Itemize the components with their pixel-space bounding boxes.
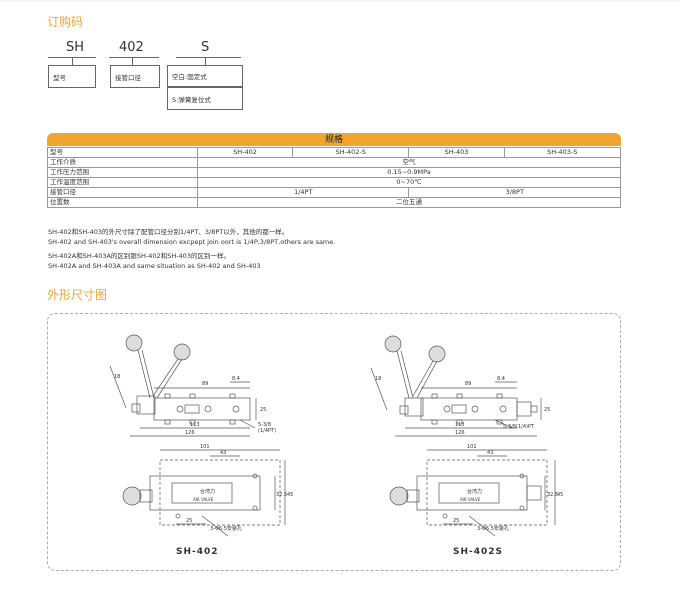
cell: 0~70℃ [197, 177, 621, 188]
brand-label: 台湾力 [467, 488, 482, 495]
dim-101: 101 [467, 444, 477, 450]
dim-18: 18 [375, 376, 381, 382]
top-divider [0, 0, 680, 2]
cell: 空气 [197, 157, 621, 168]
row-label: 接管口径 [47, 187, 198, 198]
spec-title: 规格 [47, 133, 621, 146]
cell: SH-402 [196, 147, 294, 158]
drawing-sh402: 89 8.4 25 113 126 18 5-3/8 (1/4PT) 101 4… [109, 334, 293, 537]
code-underline [176, 57, 241, 58]
cell: SH-403-S [503, 147, 622, 158]
cell: SH-402-S [292, 147, 410, 158]
dim-25: 25 [260, 407, 266, 413]
connector [205, 57, 206, 65]
table-row: 工作温度范围 0~70℃ [47, 177, 621, 188]
dim-8-4: 8.4 [497, 376, 505, 382]
note-line: SH-402A和SH-403A的区别跟SH-402和SH-403的区别一样。 [48, 252, 230, 260]
valve-label: AIR VALVE [460, 497, 481, 502]
box-spring: S:弹簧复位式 [167, 87, 243, 110]
dim-126: 126 [185, 430, 195, 436]
box-model: 型号 [48, 65, 96, 88]
code-underline [109, 57, 159, 58]
dim-101: 101 [200, 444, 210, 450]
drawing-frame [47, 313, 621, 571]
dim-holes: 3-Φ6.5安装孔 [210, 525, 242, 532]
cell: 二位五通 [197, 197, 621, 208]
note-line: SH-402A and SH-403A and same situation a… [48, 262, 261, 270]
dim-port: 5-3/8(1/4)PT [503, 424, 535, 430]
box-fixed: 空白:固定式 [167, 65, 243, 87]
cell: 3/8PT [408, 187, 621, 198]
dim-89: 89 [202, 381, 208, 387]
dim-43: 43 [220, 450, 226, 456]
table-row: 接管口径 1/4PT 3/8PT [47, 187, 621, 198]
table-row: 位置数 二位五通 [47, 197, 621, 208]
cell: 1/4PT [196, 187, 410, 198]
dim-113: 113 [190, 422, 200, 428]
box-model-label: 型号 [53, 73, 66, 82]
box-port: 接管口径 [110, 65, 160, 88]
dim-32-5: 32.5 [547, 492, 558, 498]
box-port-label: 接管口径 [115, 73, 141, 82]
connector [132, 57, 133, 66]
code-part-port: 402 [119, 40, 144, 55]
dim-45: 45 [557, 492, 563, 498]
dim-25b: 25 [186, 518, 192, 524]
spec-table: 型号 SH-402 SH-402-S SH-403 SH-403-S 工作介质 … [47, 147, 622, 208]
brand-label: 台湾力 [200, 488, 215, 495]
dim-port: 5-3/8 [258, 422, 271, 428]
dim-25: 25 [544, 407, 550, 413]
table-row: 工作介质 空气 [47, 157, 621, 168]
table-row: 型号 SH-402 SH-402-S SH-403 SH-403-S [47, 147, 622, 158]
dim-8-4: 8.4 [232, 376, 240, 382]
dim-25b: 25 [453, 518, 459, 524]
drawing-sh402s: 89 8.4 25 113 126 18 5-3/8(1/4)PT 101 43… [370, 335, 563, 537]
caption-sh402s: SH-402S [453, 547, 504, 557]
table-row: 工作压力范围 0.15~0.9MPa [47, 167, 621, 178]
caption-sh402: SH-402 [176, 547, 219, 557]
dim-43: 43 [487, 450, 493, 456]
cell: 0.15~0.9MPa [197, 167, 621, 178]
cell: SH-403 [408, 147, 505, 158]
dim-89: 89 [465, 381, 471, 387]
note-line: SH-402和SH-403的外尺寸除了配管口径分别1/4PT、3/8PT以外，其… [48, 228, 289, 236]
dim-holes: 3-Φ6.5安装孔 [477, 525, 509, 532]
row-label: 型号 [47, 147, 198, 158]
dim-port2: (1/4PT) [258, 428, 276, 434]
valve-label: AIR VALVE [193, 497, 214, 502]
dim-32-5: 32.5 [276, 492, 287, 498]
dim-45: 45 [287, 492, 293, 498]
dim-18: 18 [114, 374, 120, 380]
code-part-suffix: S [201, 40, 210, 55]
row-label: 工作压力范围 [47, 167, 198, 178]
dim-126: 126 [455, 430, 465, 436]
code-part-model: SH [66, 40, 85, 55]
row-label: 位置数 [47, 197, 198, 208]
row-label: 工作介质 [47, 157, 198, 168]
box-spring-label: S:弹簧复位式 [172, 95, 211, 104]
order-title: 订购码 [47, 15, 84, 29]
connector [72, 57, 73, 66]
dim-113: 113 [455, 422, 465, 428]
dimension-title: 外形尺寸图 [47, 288, 108, 302]
note-line: SH-402 and SH-403's overall dimension ex… [48, 238, 336, 246]
row-label: 工作温度范围 [47, 177, 198, 188]
box-fixed-label: 空白:固定式 [172, 73, 207, 81]
